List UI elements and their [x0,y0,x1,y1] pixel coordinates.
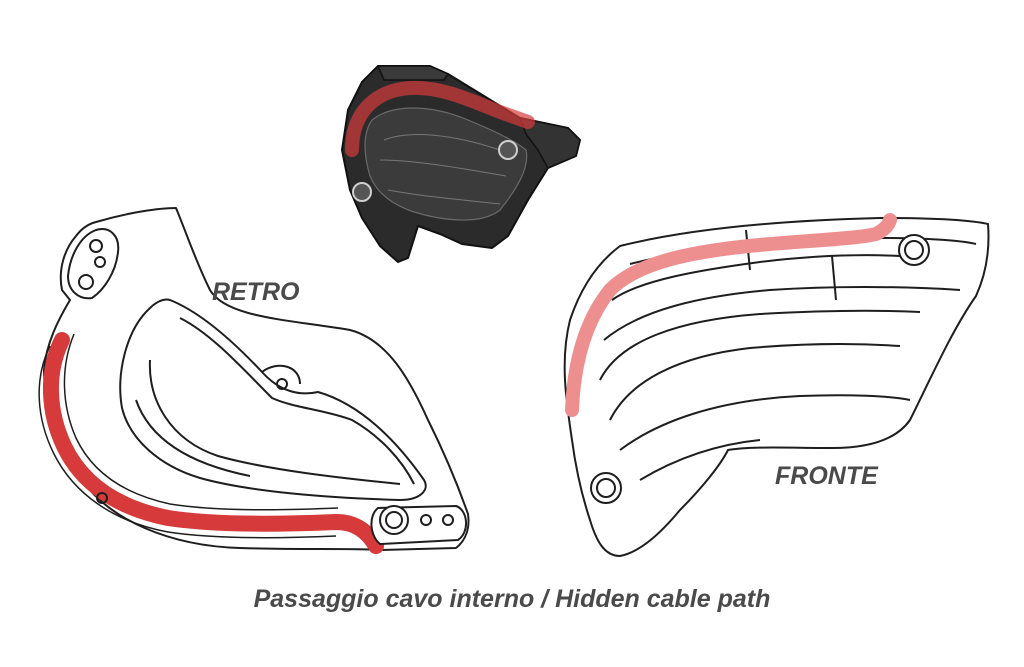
fronte-bolt-hole-bottom [590,472,622,504]
cable-path-retro [42,332,384,554]
solid-part-inner-face [364,107,528,221]
solid-part-tab [518,116,581,169]
solid-part-3d [341,65,581,263]
fronte-outline [563,217,990,557]
retro-inner-recess [119,298,427,501]
fronte-bolt-hole-top [898,234,930,266]
retro-bolt-hole [379,505,409,535]
fronte-label: FRONTE [775,462,878,490]
caption: Passaggio cavo interno / Hidden cable pa… [253,585,771,613]
solid-part-hole [498,140,518,160]
solid-part-flange [376,65,450,81]
cable-path-fronte [565,213,897,417]
retro-label: RETRO [212,278,300,306]
retro-outline [43,207,470,551]
cable-path-solid-part [345,80,535,157]
fronte-part-drawing [563,213,990,557]
solid-part-hole [352,182,372,202]
retro-part-drawing [38,207,470,554]
